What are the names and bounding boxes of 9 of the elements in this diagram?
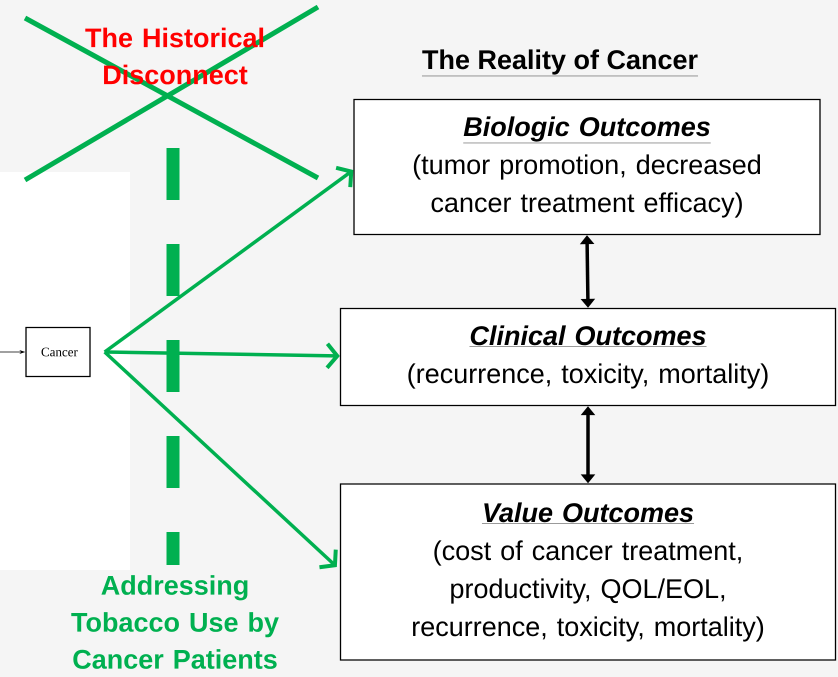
arrow bbox=[104, 166, 354, 354]
label-text: Addressing Tobacco Use by Cancer Patients bbox=[71, 575, 279, 669]
arrow bbox=[104, 342, 340, 370]
title: The Reality of Cancer bbox=[422, 49, 698, 76]
arrow bbox=[103, 350, 338, 570]
process-box: Cancer bbox=[25, 326, 91, 378]
outcome-box: Biologic Outcomes (tumor promotion, decreased cancer treatment efficacy) bbox=[353, 98, 821, 236]
outcome-box: Clinical Outcomes (recurrence, toxicity, mortality) bbox=[340, 308, 836, 406]
outcome-box: Value Outcomes (cost of cancer treatment, productivity, QOL/EOL, recurrence, toxicity, mortality) bbox=[340, 483, 836, 661]
